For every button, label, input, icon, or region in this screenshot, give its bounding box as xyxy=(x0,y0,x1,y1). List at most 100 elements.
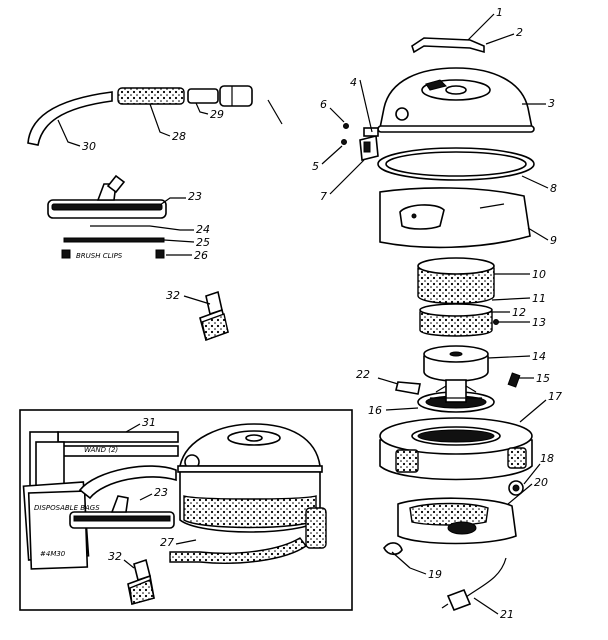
label-4: 4 xyxy=(350,76,357,89)
bags-text: DISPOSABLE BAGS xyxy=(34,504,100,512)
leader-9 xyxy=(527,227,549,241)
label-2: 2 xyxy=(516,26,523,39)
leader-inset-32 xyxy=(123,559,135,569)
label-26: 26 xyxy=(194,249,208,262)
leader-2 xyxy=(485,33,515,45)
brush-clips-26 xyxy=(61,249,165,259)
label-29: 29 xyxy=(210,108,224,121)
label-31: 31 xyxy=(142,416,156,429)
wand-text: WAND (2) xyxy=(84,446,118,454)
leader-17 xyxy=(519,399,547,423)
label-15: 15 xyxy=(536,372,550,385)
leader-8 xyxy=(521,175,549,189)
label-6: 6 xyxy=(320,98,327,111)
leader-31 xyxy=(125,423,141,433)
label-32: 32 xyxy=(166,289,180,302)
label-13: 13 xyxy=(532,316,546,329)
inset-floor-tool-23 xyxy=(69,495,175,529)
inset-bags-box xyxy=(22,481,90,570)
label-22: 22 xyxy=(356,368,370,381)
label-8: 8 xyxy=(550,182,557,195)
inset-nozzle-32 xyxy=(127,558,155,605)
label-9: 9 xyxy=(550,234,557,247)
label-28: 28 xyxy=(172,130,186,143)
label-16: 16 xyxy=(368,404,382,417)
caster-18 xyxy=(508,480,524,496)
leader-32 xyxy=(183,295,211,305)
screw-13 xyxy=(493,319,499,325)
label-19: 19 xyxy=(428,568,442,581)
hose-connector-29 xyxy=(187,85,253,107)
label-12: 12 xyxy=(512,306,526,319)
label-inset-27: 27 xyxy=(160,536,174,549)
inset-assembled-view: 31 WAND (2) DISPOSABLE BAGS #4M30 9 23 xyxy=(19,409,353,611)
base-17 xyxy=(379,417,533,481)
leader-16 xyxy=(385,407,419,411)
label-25: 25 xyxy=(196,236,210,249)
leader-24 xyxy=(149,225,194,231)
filter-10 xyxy=(417,257,495,305)
leader-7 xyxy=(329,159,365,195)
nozzle-32 xyxy=(199,290,229,342)
filter-11 xyxy=(419,303,493,337)
hose-section-28 xyxy=(117,87,185,105)
label-1: 1 xyxy=(496,6,503,19)
bag-code-text: #4M30 xyxy=(40,550,66,558)
screw-5 xyxy=(341,139,347,145)
leader-inset-27 xyxy=(175,539,197,545)
label-7: 7 xyxy=(320,190,327,203)
leader-22 xyxy=(377,377,399,385)
label-24: 24 xyxy=(196,223,210,236)
inset-hose xyxy=(78,465,177,500)
label-10: 10 xyxy=(532,268,546,281)
leader-6 xyxy=(329,107,345,123)
leader-25 xyxy=(163,239,195,243)
label-inset-23: 23 xyxy=(154,486,168,499)
leader-14 xyxy=(487,355,531,359)
leader-11 xyxy=(491,297,531,301)
leader-30 xyxy=(57,119,81,147)
label-30: 30 xyxy=(82,140,96,153)
leader-18 xyxy=(523,463,541,485)
leader-inset-23 xyxy=(139,493,153,501)
screw-15 xyxy=(507,372,521,388)
fan-housing-14 xyxy=(423,345,489,382)
leader-23 xyxy=(159,197,186,206)
label-18: 18 xyxy=(540,452,554,465)
leader-1 xyxy=(467,13,495,41)
label-3: 3 xyxy=(548,97,555,110)
switch-7 xyxy=(359,127,379,162)
gasket-8 xyxy=(377,147,535,181)
label-23: 23 xyxy=(188,190,202,203)
leader-19 xyxy=(409,567,427,575)
shroud-9 xyxy=(379,187,531,249)
inset-hose-coil xyxy=(305,507,327,549)
label-5: 5 xyxy=(312,160,319,173)
leader-29 xyxy=(195,102,209,115)
leader-20 xyxy=(507,483,533,505)
motor-lid-3 xyxy=(377,67,535,133)
power-cord-21 xyxy=(441,557,507,612)
part-22 xyxy=(395,381,421,395)
brush-clips-text: BRUSH CLIPS xyxy=(76,252,123,260)
label-inset-32: 32 xyxy=(108,550,122,563)
leader-28 xyxy=(149,103,171,137)
leader-line xyxy=(267,99,283,125)
leader-4 xyxy=(359,79,373,133)
curved-wand-30 xyxy=(27,91,113,146)
label-17: 17 xyxy=(548,390,562,403)
bag-20 xyxy=(397,497,517,545)
motor-16 xyxy=(417,379,495,413)
inset-vacuum xyxy=(177,423,323,533)
label-20: 20 xyxy=(534,476,548,489)
label-11: 11 xyxy=(532,292,546,305)
brush-strip-25 xyxy=(63,237,165,243)
strain-relief-19 xyxy=(383,542,411,569)
leader-21 xyxy=(473,597,499,615)
leader-5 xyxy=(321,145,343,165)
floor-tool-23 xyxy=(47,174,167,219)
label-14: 14 xyxy=(532,350,546,363)
label-21: 21 xyxy=(500,608,514,621)
handle-1 xyxy=(411,37,485,54)
